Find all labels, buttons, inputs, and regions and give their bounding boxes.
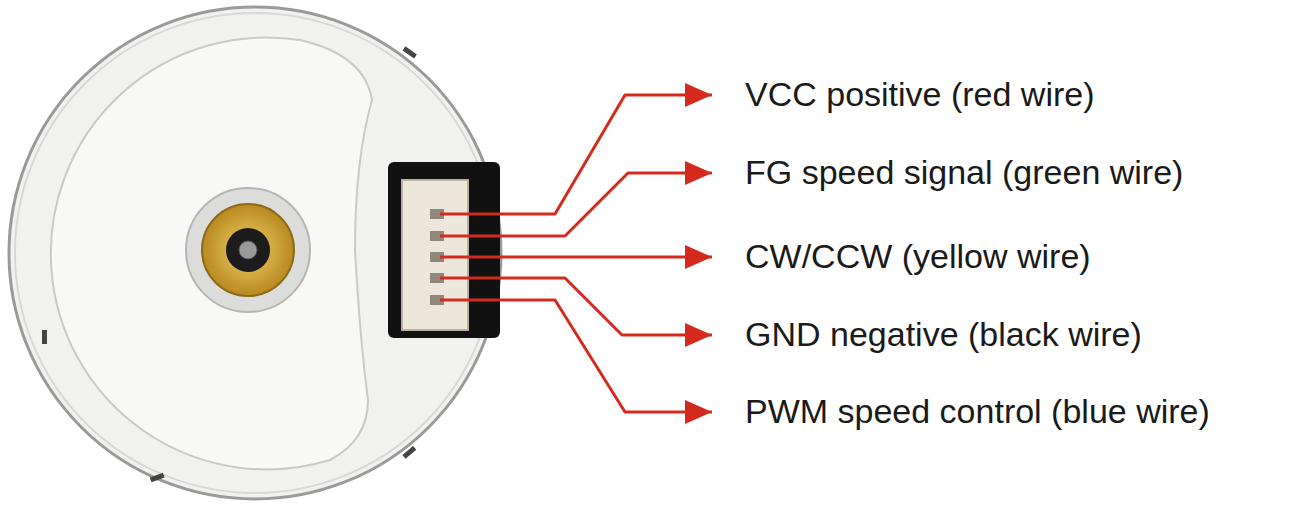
wire-label: VCC positive (red wire) (745, 76, 1095, 113)
notch (403, 46, 417, 58)
shaft (239, 241, 257, 259)
wire-label: FG speed signal (green wire) (745, 154, 1183, 191)
crescent-plate (51, 37, 372, 469)
wire-label: GND negative (black wire) (745, 316, 1142, 353)
connector-housing (388, 162, 500, 338)
notch (42, 330, 47, 344)
notch (402, 446, 416, 459)
housing-rim (15, 13, 495, 493)
connector (402, 180, 468, 330)
wire-label: CW/CCW (yellow wire) (745, 238, 1091, 275)
bearing (202, 204, 294, 296)
hub-ring (186, 188, 310, 312)
leader-lines (440, 95, 712, 412)
bearing-inner (226, 228, 270, 272)
notch (150, 473, 165, 482)
wire-label: PWM speed control (blue wire) (745, 393, 1210, 430)
motor-housing (9, 7, 501, 499)
